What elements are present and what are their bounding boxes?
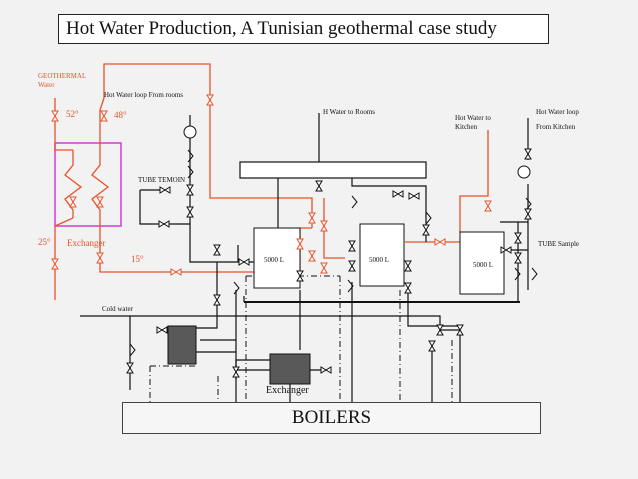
- boilers-box: BOILERS: [122, 402, 541, 434]
- page-title: Hot Water Production, A Tunisian geother…: [58, 14, 549, 44]
- from-kitchen-label: From Kitchen: [536, 123, 576, 131]
- tube-temoin-label: TUBE TEMOIN: [138, 176, 186, 184]
- hot-water-piping: [54, 63, 489, 300]
- tank-middle: [359, 223, 405, 287]
- kitchen-label: Kitchen: [455, 123, 478, 131]
- exchanger-label: Exchanger: [266, 385, 309, 396]
- tank-right: [459, 231, 505, 295]
- geothermal-exchanger: [54, 142, 122, 227]
- check-valves: [129, 149, 538, 357]
- temp-52-label: 52°: [66, 109, 79, 119]
- cold-water-label: Cold water: [102, 305, 133, 313]
- geothermal-label: GEOTHERMAL: [38, 72, 87, 80]
- temp-25-label: 25°: [38, 237, 51, 247]
- plate-exchangers: [167, 325, 311, 385]
- tank-left-label: 5000 L: [264, 256, 285, 264]
- temp-15-label: 15°: [131, 254, 144, 264]
- tank-left: [253, 227, 301, 289]
- temp-48-label: 48°: [114, 110, 127, 120]
- loop-from-rooms-label: Hot Water loop From rooms: [104, 91, 184, 99]
- tank-right-label: 5000 L: [473, 261, 494, 269]
- storage-tanks: [253, 223, 505, 295]
- tank-middle-label: 5000 L: [369, 256, 390, 264]
- h-water-rooms-label: H Water to Rooms: [323, 108, 375, 116]
- water-label: Water: [38, 81, 55, 89]
- exchanger-geo-label: Exchanger: [67, 238, 106, 248]
- hot-water-loop-label: Hot Water loop: [536, 108, 579, 116]
- hot-water-to-label: Hot Water to: [455, 114, 491, 122]
- tube-sample-label: TUBE Sample: [538, 240, 580, 248]
- pumps: [183, 125, 531, 179]
